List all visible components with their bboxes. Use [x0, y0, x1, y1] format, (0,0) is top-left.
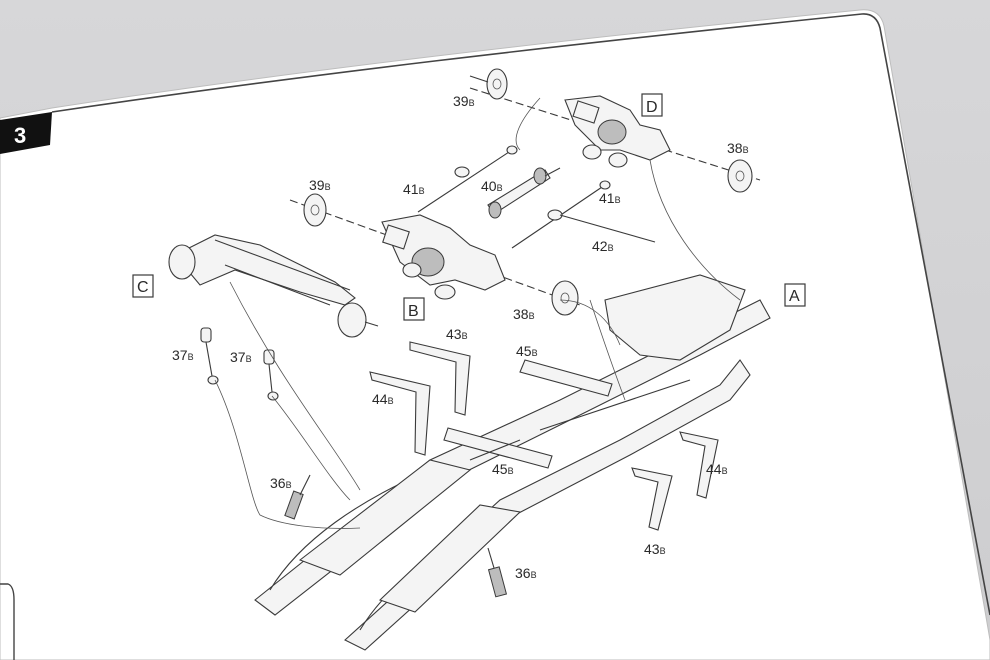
- assembly-label-c: C: [132, 274, 154, 298]
- assembly-label-b-text: B: [408, 303, 419, 320]
- instruction-page: [0, 9, 990, 660]
- assembly-label-c-text: C: [137, 279, 149, 296]
- rod-37b-right: [263, 349, 279, 401]
- callout-39b-mid: 39B: [309, 177, 331, 193]
- callout-40b: 40B: [481, 178, 503, 194]
- assembly-label-b: B: [403, 297, 425, 321]
- callout-42b: 42B: [592, 238, 614, 254]
- step-number: 3: [14, 123, 26, 148]
- bracket-44b-right: [679, 431, 719, 499]
- callout-41b-upper: 41B: [403, 181, 425, 197]
- shock-36b-left: [284, 474, 311, 520]
- callout-38b-top: 38B: [727, 140, 749, 156]
- front-axle-b: [289, 193, 581, 316]
- bracket-43b-upper: [409, 341, 471, 416]
- assembly-label-d-text: D: [646, 99, 658, 116]
- callout-44b-left: 44B: [372, 391, 394, 407]
- callout-45b-lower: 45B: [492, 461, 514, 477]
- chassis-frame: [254, 274, 771, 651]
- callout-37b-left: 37B: [172, 347, 194, 363]
- callout-45b-upper: 45B: [516, 343, 538, 359]
- front-suspension-c: [168, 234, 379, 338]
- callout-43b-lower: 43B: [644, 541, 666, 557]
- callout-44b-right: 44B: [706, 461, 728, 477]
- shock-36b-right: [487, 547, 508, 598]
- page-border: [51, 13, 990, 616]
- assembly-label-d: D: [641, 93, 663, 117]
- step-badge: [0, 112, 52, 154]
- rod-42b: [559, 214, 656, 243]
- rod-37b-left: [200, 327, 219, 385]
- callout-37b-right: 37B: [230, 349, 252, 365]
- callout-41b-lower: 41B: [599, 190, 621, 206]
- callout-36b-right: 36B: [515, 565, 537, 581]
- link-41b-lower: [511, 180, 611, 249]
- leader-lines: [214, 97, 741, 529]
- callout-36b-left: 36B: [270, 475, 292, 491]
- part-callouts: 39B 38B 41B 40B 39B 41B 42B 38B 43B 45B …: [172, 93, 749, 581]
- callout-39b-top: 39B: [453, 93, 475, 109]
- drive-shaft-40b: [487, 167, 561, 219]
- callout-43b-upper: 43B: [446, 326, 468, 342]
- rear-axle-d: [469, 68, 761, 193]
- assembly-label-a: A: [784, 283, 806, 307]
- link-41b-upper: [417, 145, 518, 213]
- assembly-label-a-text: A: [789, 288, 800, 305]
- bracket-43b-lower: [631, 467, 673, 531]
- bracket-44b-left: [369, 371, 431, 456]
- callout-38b-mid: 38B: [513, 306, 535, 322]
